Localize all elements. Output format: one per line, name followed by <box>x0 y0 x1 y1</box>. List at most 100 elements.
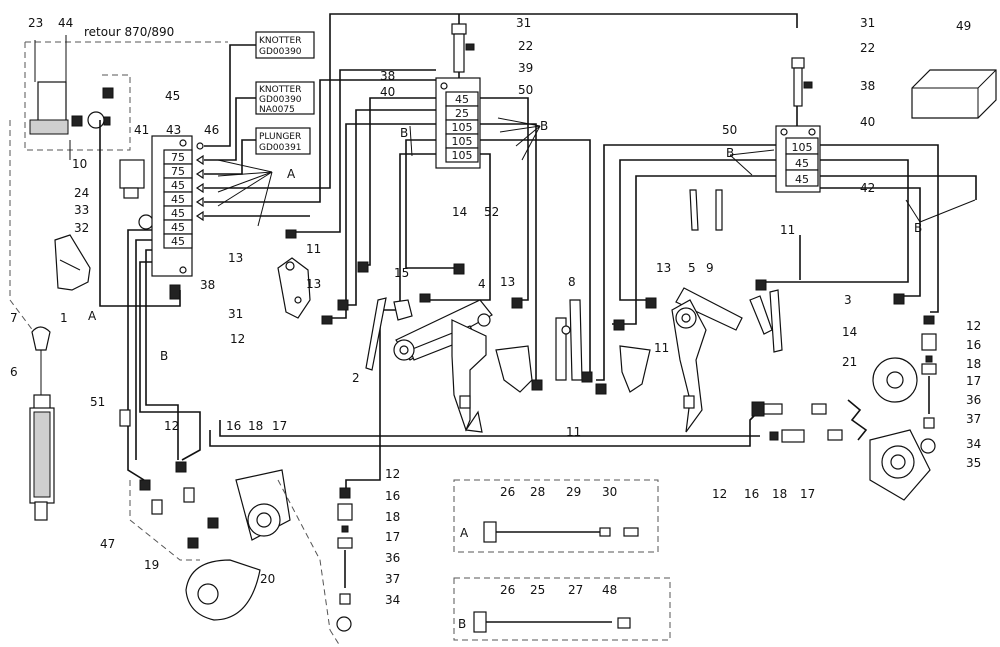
callout-2: 2 <box>352 371 360 385</box>
callout-22-center: 22 <box>518 39 533 53</box>
callout-27: 27 <box>568 583 583 597</box>
callout-36-bc: 36 <box>385 551 400 565</box>
callout-34-bc: 34 <box>385 593 400 607</box>
callout-51: 51 <box>90 395 105 409</box>
callout-10: 10 <box>72 157 87 171</box>
callout-11-b: 11 <box>654 341 669 355</box>
callout-12-right: 12 <box>966 319 981 333</box>
valve-top-center <box>451 14 475 78</box>
bracket-1 <box>54 234 91 291</box>
callout-31-right: 31 <box>860 16 875 30</box>
hose-column-center <box>329 487 353 647</box>
retour-label: retour 870/890 <box>84 25 174 39</box>
callout-A-left: A <box>88 309 97 323</box>
plunger-line2: GD00391 <box>259 143 302 153</box>
valve-24 <box>119 159 154 230</box>
callout-13-c: 13 <box>500 275 515 289</box>
callout-14-right: 14 <box>842 325 857 339</box>
cylinder-6 <box>29 326 55 521</box>
knotter2-line2: GD00390 <box>259 95 302 105</box>
callout-B-far-right: B <box>914 221 922 235</box>
block-center-value: 25 <box>455 107 469 120</box>
callout-19: 19 <box>144 558 159 572</box>
callout-17-br: 17 <box>800 487 815 501</box>
callout-22-right: 22 <box>860 41 875 55</box>
block-left-value: 45 <box>171 207 185 220</box>
callouts: 23 44 45 41 43 46 10 24 33 32 13 38 31 1… <box>10 16 981 631</box>
knotter2-line1: KNOTTER <box>259 85 302 95</box>
callout-B-center: B <box>540 119 548 133</box>
callout-12-br: 12 <box>712 487 727 501</box>
callout-50-center: 50 <box>518 83 533 97</box>
callout-12-c: 12 <box>230 332 245 346</box>
callout-A-kit: A <box>460 526 469 540</box>
block-left-value: 45 <box>171 179 185 192</box>
block-left-value: 45 <box>171 193 185 206</box>
block-right-value: 105 <box>792 141 813 154</box>
callout-11-d: 11 <box>780 223 795 237</box>
callout-6: 6 <box>10 365 18 379</box>
callout-34-right: 34 <box>966 437 981 451</box>
callout-18-br: 18 <box>772 487 787 501</box>
block-center-row <box>445 147 479 163</box>
return-frame: retour 870/890 <box>9 25 228 341</box>
callout-A-right: A <box>287 167 296 181</box>
callout-31-center: 31 <box>516 16 531 30</box>
callout-11-c: 11 <box>566 425 581 439</box>
block-center-value: 45 <box>455 93 469 106</box>
kit-box-b <box>453 577 671 641</box>
callout-42: 42 <box>860 181 875 195</box>
callout-17-bl: 17 <box>272 419 287 433</box>
arm-13 <box>277 257 311 319</box>
callout-16-right: 16 <box>966 338 981 352</box>
callout-26-b: 26 <box>500 583 515 597</box>
bottom-left-lines <box>99 120 761 492</box>
callout-14-center: 14 <box>452 205 467 219</box>
block-left-row <box>163 233 193 249</box>
callout-13-d: 13 <box>656 261 671 275</box>
knotter-arm-left <box>365 297 493 433</box>
callout-20: 20 <box>260 572 275 586</box>
callout-32: 32 <box>74 221 89 235</box>
tank-49 <box>911 69 997 119</box>
motor-pump <box>29 35 114 160</box>
knotter2-line3: NA0075 <box>259 105 295 115</box>
callout-3: 3 <box>844 293 852 307</box>
block-center-value: 105 <box>452 121 473 134</box>
callout-36-right: 36 <box>966 393 981 407</box>
callout-49: 49 <box>956 19 971 33</box>
callout-46: 46 <box>204 123 219 137</box>
callout-35: 35 <box>966 456 981 470</box>
callout-18-bc: 18 <box>385 510 400 524</box>
callout-48: 48 <box>602 583 617 597</box>
callout-33: 33 <box>74 203 89 217</box>
callout-B-kit: B <box>458 617 466 631</box>
left-fittings <box>195 142 204 222</box>
callout-30: 30 <box>602 485 617 499</box>
block-right-row <box>785 169 819 187</box>
callout-12-bl: 12 <box>164 419 179 433</box>
callout-23: 23 <box>28 16 43 30</box>
callout-38-center: 38 <box>380 69 395 83</box>
callout-9: 9 <box>706 261 714 275</box>
callout-31-left: 31 <box>228 307 243 321</box>
callout-1: 1 <box>60 311 68 325</box>
callout-15: 15 <box>394 266 409 280</box>
callout-40-right: 40 <box>860 115 875 129</box>
callout-39: 39 <box>518 61 533 75</box>
callout-4: 4 <box>478 277 486 291</box>
callout-50-right: 50 <box>722 123 737 137</box>
callout-13-a: 13 <box>228 251 243 265</box>
block-left-value: 45 <box>171 235 185 248</box>
callout-40-center: 40 <box>380 85 395 99</box>
block-left-value: 45 <box>171 221 185 234</box>
plunger-box: PLUNGER GD00391 <box>255 127 311 155</box>
callout-B-left: B <box>160 349 168 363</box>
callout-29: 29 <box>566 485 581 499</box>
callout-17-bc: 17 <box>385 530 400 544</box>
callout-21: 21 <box>842 355 857 369</box>
callout-52: 52 <box>484 205 499 219</box>
